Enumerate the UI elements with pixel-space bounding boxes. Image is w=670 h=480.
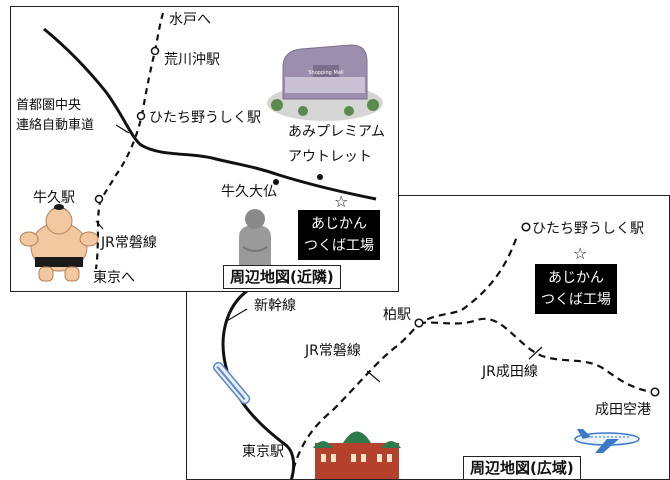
- kashiwa-station-marker: [414, 318, 424, 328]
- narita-airport-marker: [650, 387, 660, 397]
- factory-site-near: つくば工場: [304, 238, 374, 254]
- kashiwa-station-label: 柏駅: [383, 307, 411, 323]
- to-mito-label: 水戸へ: [169, 12, 211, 28]
- joban-label-leader-near: [95, 220, 104, 230]
- shinkansen-leader: [224, 308, 248, 323]
- shinkansen-line: [221, 289, 296, 479]
- near-area-map-panel: Shopping Mall 水戸へ 荒川沖駅 首都圏中央 連絡自動車道 ひたち野…: [10, 6, 399, 292]
- factory-name-wide: あじかん: [548, 270, 604, 286]
- factory-box-wide: あじかん つくば工場: [535, 264, 617, 314]
- to-tokyo-label: 東京へ: [93, 270, 135, 286]
- near-map-lines: Shopping Mall: [19, 12, 383, 282]
- factory-site-wide: つくば工場: [541, 292, 611, 308]
- shinkansen-label: 新幹線: [254, 298, 296, 314]
- expressway-leader: [115, 124, 130, 134]
- hitachino-station-marker-wide: [521, 222, 531, 232]
- expressway-label-line2: 連絡自動車道: [16, 118, 95, 133]
- outlet-label-line1: あみプレミアム: [288, 124, 386, 140]
- shinkansen-illustration: [212, 361, 251, 405]
- hitachino-station-label-near: ひたち野うしく駅: [149, 110, 261, 126]
- jr-joban-label-near: JR常磐線: [101, 235, 157, 251]
- airplane-illustration: [574, 429, 640, 453]
- ushiku-station-label: 牛久駅: [33, 190, 75, 206]
- expressway-label-line1: 首都圏中央: [16, 98, 82, 113]
- narita-airport-label: 成田空港: [595, 402, 651, 418]
- tokyo-station-illustration: [313, 431, 401, 479]
- hitachino-station-label-wide: ひたち野うしく駅: [532, 221, 644, 237]
- factory-box-near: あじかん つくば工場: [298, 210, 380, 260]
- jr-joban-label-wide: JR常磐線: [305, 343, 361, 359]
- arakawaoki-station-label: 荒川沖駅: [164, 52, 220, 68]
- outlet-mall-illustration: Shopping Mall: [267, 44, 383, 121]
- wide-map-title: 周辺地図(広域): [463, 456, 581, 479]
- near-map-title: 周辺地図(近隣): [223, 265, 341, 289]
- wide-area-map-panel: 新幹線 柏駅 ひたち野うしく駅 ☆ あじかん つくば工場 JR常磐線 JR成田線…: [186, 195, 670, 480]
- factory-star-wide: ☆: [573, 244, 588, 263]
- outlet-dot: [317, 174, 323, 180]
- tokyo-station-label: 東京駅: [242, 444, 284, 460]
- daibutsu-label: 牛久大仏: [221, 184, 277, 200]
- hitachino-station-marker-near: [136, 111, 146, 121]
- ushiku-station-marker: [94, 194, 104, 204]
- outlet-sign: Shopping Mall: [308, 70, 343, 76]
- jr-narita-line: [418, 317, 656, 394]
- daibutsu-dot: [273, 179, 279, 185]
- joban-label-leader: [366, 370, 381, 383]
- outlet-label-line2: アウトレット: [288, 149, 372, 165]
- wide-map-lines: [212, 222, 660, 479]
- narita-label-leader: [528, 346, 543, 360]
- jr-narita-label: JR成田線: [482, 364, 538, 380]
- arakawaoki-station-marker: [150, 46, 160, 56]
- sumo-wrestler-illustration: [19, 204, 99, 282]
- factory-name-near: あじかん: [311, 216, 367, 232]
- expressway-line: [43, 27, 377, 201]
- factory-star-near: ☆: [334, 192, 349, 211]
